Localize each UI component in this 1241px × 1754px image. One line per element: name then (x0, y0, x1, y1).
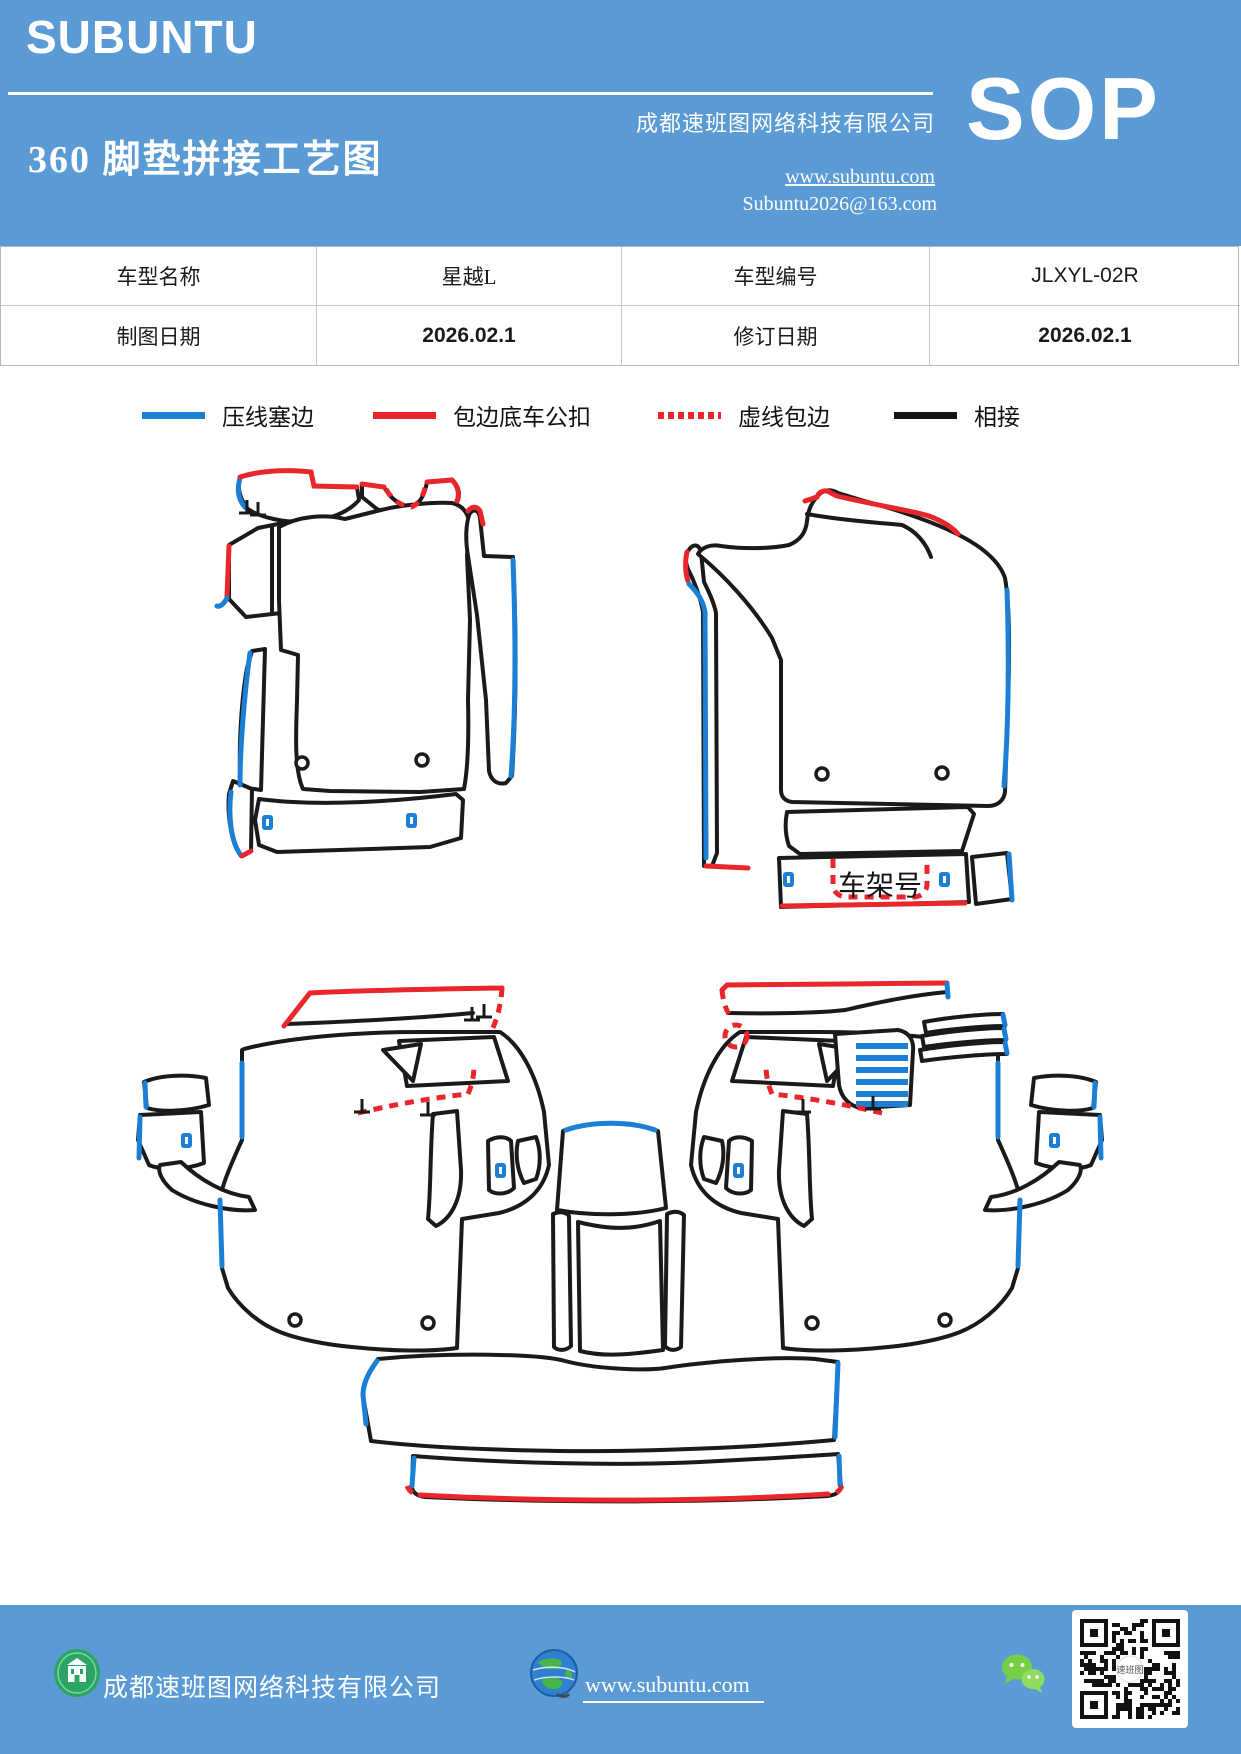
vehicle-info-table: 车型名称 星越L 车型编号 JLXYL-02R 制图日期 2026.02.1 修… (0, 246, 1240, 366)
stitch-tick-icon (795, 1099, 811, 1114)
dashed-red-line-swatch-icon (658, 411, 721, 419)
stitch-tick-icon (239, 500, 255, 515)
dashed-red-circle (722, 1022, 750, 1050)
fixing-hole (414, 752, 430, 768)
fixing-hole (934, 765, 950, 781)
fixing-hole (294, 755, 310, 771)
header-email[interactable]: Subuntu2026@163.com (742, 193, 937, 215)
legend-label: 包边底车公扣 (453, 405, 591, 430)
header-website-link[interactable]: www.subuntu.com (785, 166, 935, 188)
sop-badge: SOP (966, 59, 1161, 158)
legend-label: 压线塞边 (222, 405, 314, 430)
fixing-hole (937, 1312, 953, 1328)
fixing-hole (287, 1312, 303, 1328)
blue-clip-icon (262, 813, 417, 830)
fixing-hole (814, 766, 830, 782)
qr-code: 速班图 (1072, 1610, 1188, 1728)
label-revise-date: 修订日期 (622, 306, 930, 366)
bottom-strip-upper (360, 1352, 840, 1454)
legend-item-red: 包边底车公扣 (373, 398, 591, 432)
stitch-tick-icon (250, 502, 266, 517)
blue-clip-icon (783, 872, 950, 887)
stitch-tick-icon (865, 1096, 881, 1111)
blue-line-swatch-icon (142, 411, 205, 419)
value-revise-date: 2026.02.1 (1038, 324, 1132, 347)
header-company-name: 成都速班图网络科技有限公司 (635, 111, 935, 136)
stitch-tick-icon (354, 1099, 370, 1114)
rear-right-mat (689, 1030, 1022, 1353)
fixing-hole (804, 1315, 820, 1331)
tunnel-top-piece (555, 1121, 668, 1217)
fixing-hole (420, 1315, 436, 1331)
legend-item-blue: 压线塞边 (142, 398, 314, 432)
wechat-icon (1002, 1654, 1045, 1693)
stitch-tick-icon (420, 1102, 436, 1117)
line-type-legend: 压线塞边 包边底车公扣 虚线包边 相接 (0, 398, 1241, 438)
rear-mats-drawing (136, 980, 1104, 1504)
footer-website-link[interactable]: www.subuntu.com (583, 1672, 764, 1703)
value-draw-date: 2026.02.1 (317, 306, 622, 366)
blue-hatch-lines (856, 1043, 908, 1107)
red-line-swatch-icon (373, 411, 436, 419)
brand-logo: SUBUNTU (26, 11, 258, 63)
blue-clip-icon (181, 1133, 1060, 1178)
building-icon (54, 1649, 100, 1697)
footer-company-name: 成都速班图网络科技有限公司 (103, 1675, 442, 1702)
rear-left-mat (218, 1030, 551, 1353)
legend-item-black: 相接 (894, 398, 1020, 432)
globe-icon (530, 1649, 578, 1698)
page-title: 360 脚垫拼接工艺图 (28, 139, 383, 181)
vin-dashed-bracket (830, 859, 930, 900)
front-left-mat-drawing (214, 468, 518, 859)
svg-text:速班图: 速班图 (1116, 1664, 1143, 1675)
tunnel-main-piece (576, 1219, 665, 1357)
stitch-tick-icon (464, 1007, 480, 1022)
label-draw-date: 制图日期 (1, 306, 317, 366)
value-model-code: JLXYL-02R (930, 247, 1240, 306)
front-right-mat-drawing: 车架号 (683, 488, 1015, 909)
black-line-swatch-icon (894, 411, 957, 419)
header-divider (8, 92, 933, 95)
label-model-name: 车型名称 (1, 247, 317, 306)
legend-label: 虚线包边 (738, 405, 830, 430)
legend-label: 相接 (974, 405, 1020, 430)
value-model-name: 星越L (317, 247, 622, 306)
legend-item-dashed: 虚线包边 (658, 398, 830, 432)
stitch-tick-icon (476, 1004, 492, 1019)
label-model-code: 车型编号 (622, 247, 930, 306)
vin-box-label: 车架号 (838, 870, 922, 902)
header: SUBUNTU 360 脚垫拼接工艺图 成都速班图网络科技有限公司 SOP ww… (0, 0, 1241, 246)
